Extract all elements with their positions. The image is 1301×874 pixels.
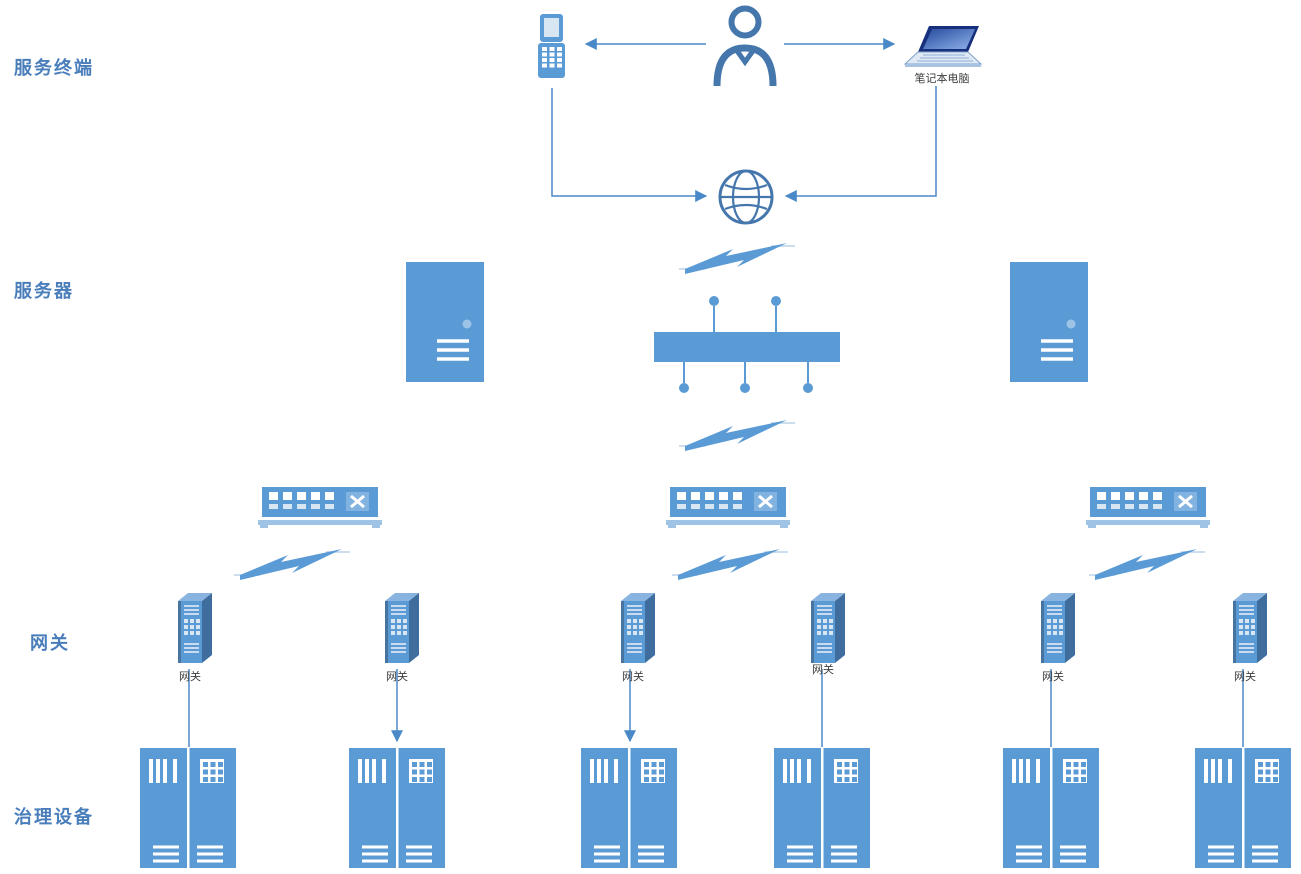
gateway-node-1	[172, 591, 216, 669]
switch-node-right	[1086, 487, 1210, 529]
server-tower-icon	[406, 262, 484, 382]
lightning-bolt-icon	[672, 549, 788, 580]
gateway-label-3: 网关	[622, 671, 644, 683]
lightning-bolt-icon	[679, 420, 795, 451]
mobile-phone-node	[537, 14, 567, 80]
gateway-node-4	[805, 591, 849, 669]
internet-globe-node	[717, 168, 775, 226]
lightning-bolt-icon	[234, 549, 350, 580]
laptop-icon	[903, 26, 983, 67]
gateway-label-5: 网关	[1042, 671, 1064, 683]
laptop-node	[901, 26, 983, 72]
arrow-phone-to-internet	[551, 88, 708, 202]
arrow-laptop-to-internet	[784, 86, 937, 202]
switch-node-center	[666, 487, 790, 529]
gateway-tower-icon	[385, 593, 419, 663]
server-node-right	[1010, 262, 1088, 382]
row-label-governance-devices: 治理设备	[14, 807, 94, 827]
gateway-tower-icon	[621, 593, 655, 663]
switch-icon	[1086, 487, 1210, 528]
cabinet-icon	[581, 748, 677, 868]
comm-link-switch-center	[672, 546, 788, 586]
server-node-left	[406, 262, 484, 382]
cabinet-icon	[1195, 748, 1291, 868]
ports	[269, 492, 334, 500]
cabinet-icon	[349, 748, 445, 868]
laptop-label: 笔记本电脑	[914, 73, 970, 85]
lightning-bolt-icon	[1089, 549, 1205, 580]
gateway-tower-icon	[1233, 593, 1267, 663]
gateway-label-6: 网关	[1234, 671, 1256, 683]
hub-icon	[654, 296, 840, 393]
gateway-node-6	[1227, 591, 1271, 669]
switch-icon	[258, 487, 382, 528]
globe-icon	[718, 169, 774, 225]
user-node	[708, 4, 782, 86]
gateway-node-2	[379, 591, 423, 669]
gateway-label-1: 网关	[179, 671, 201, 683]
row-label-service-terminals: 服务终端	[14, 58, 94, 78]
gateway-label-4: 网关	[812, 664, 834, 676]
cabinet-icon	[140, 748, 236, 868]
gateway-tower-icon	[811, 593, 845, 663]
gateway-tower-icon	[178, 593, 212, 663]
comm-link-switch-right	[1089, 546, 1205, 586]
cabinet-node-5	[1003, 748, 1099, 868]
cabinet-node-1	[140, 748, 236, 868]
cabinet-node-2	[349, 748, 445, 868]
switch-icon	[666, 487, 790, 528]
server-tower-icon	[1010, 262, 1088, 382]
lightning-bolt-icon	[679, 243, 795, 274]
row-label-gateways: 网关	[30, 633, 70, 653]
comm-link-top	[679, 240, 795, 280]
cabinet-icon	[774, 748, 870, 868]
x-port-icon	[1174, 492, 1197, 511]
cabinet-node-3	[581, 748, 677, 868]
mobile-phone-icon	[538, 14, 565, 78]
gateway-node-3	[615, 591, 659, 669]
switch-node-left	[258, 487, 382, 529]
comm-link-middle	[679, 417, 795, 457]
x-port-icon	[346, 492, 369, 511]
user-icon	[713, 5, 777, 86]
x-port-icon	[754, 492, 777, 511]
gateway-tower-icon	[1041, 593, 1075, 663]
hub-node	[650, 294, 844, 398]
row-label-servers: 服务器	[14, 281, 74, 301]
cabinet-node-6	[1195, 748, 1291, 868]
gateway-label-2: 网关	[386, 671, 408, 683]
cabinet-icon	[1003, 748, 1099, 868]
gateway-node-5	[1035, 591, 1079, 669]
cabinet-node-4	[774, 748, 870, 868]
comm-link-switch-left	[234, 546, 350, 586]
